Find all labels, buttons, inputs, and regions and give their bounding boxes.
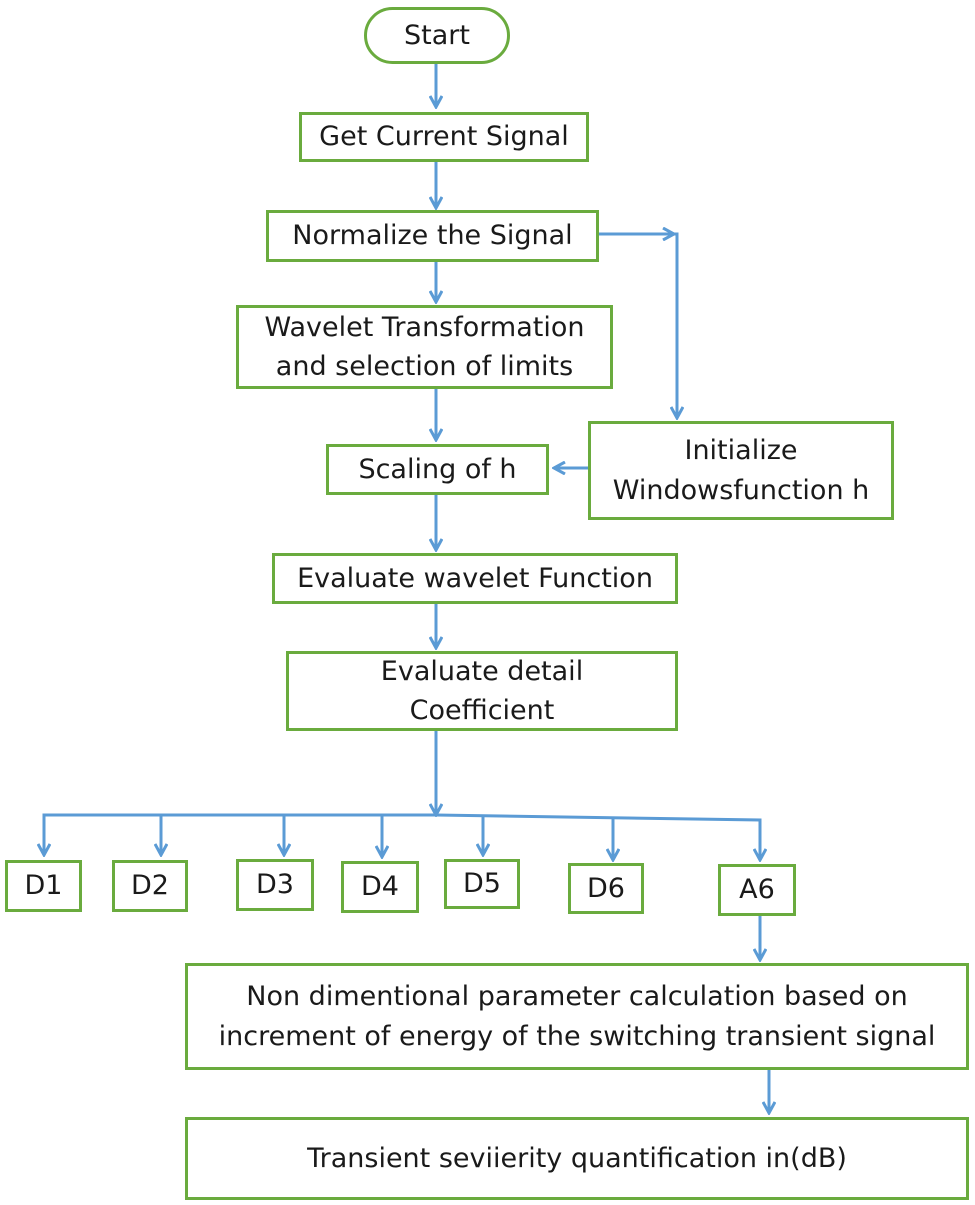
normalize-signal-node: Normalize the Signal [266, 210, 599, 262]
initialize-window-node: Initialize Windowsfunction h [588, 421, 894, 520]
normalize-signal-label: Normalize the Signal [292, 220, 573, 252]
output-d3-node: D3 [236, 859, 314, 911]
output-d5-label: D5 [463, 868, 501, 900]
wavelet-transformation-node: Wavelet Transformation and selection of … [236, 305, 613, 389]
evaluate-wavelet-function-label: Evaluate wavelet Function [297, 562, 653, 594]
output-d4-label: D4 [361, 871, 399, 903]
output-d1-node: D1 [5, 860, 82, 912]
start-label: Start [404, 19, 470, 51]
initialize-window-line2: Windowsfunction h [612, 474, 870, 506]
non-dimensional-line2: increment of energy of the switching tra… [218, 1020, 936, 1052]
get-current-signal-node: Get Current Signal [299, 112, 589, 162]
output-d1-label: D1 [24, 870, 63, 902]
output-d2-node: D2 [112, 860, 188, 912]
non-dimensional-parameter-node: Non dimentional parameter calculation ba… [185, 963, 969, 1070]
start-node: Start [364, 7, 510, 64]
evaluate-detail-line1: Evaluate detail [380, 655, 584, 687]
evaluate-wavelet-function-node: Evaluate wavelet Function [272, 553, 678, 604]
transient-severity-label: Transient seviierity quantification in(d… [307, 1142, 847, 1174]
arrow-normalize-to-initialize [598, 232, 677, 418]
output-d2-label: D2 [131, 870, 169, 902]
output-d3-label: D3 [256, 869, 294, 901]
transient-severity-node: Transient seviierity quantification in(d… [185, 1117, 969, 1200]
output-bus [42, 813, 762, 842]
evaluate-detail-coefficient-node: Evaluate detail Coefficient [286, 651, 678, 731]
output-d4-node: D4 [341, 861, 419, 913]
non-dimensional-line1: Non dimentional parameter calculation ba… [246, 981, 908, 1013]
output-a6-label: A6 [739, 874, 775, 906]
output-a6-node: A6 [718, 864, 796, 916]
get-current-signal-label: Get Current Signal [319, 121, 569, 153]
wavelet-transformation-line1: Wavelet Transformation [264, 311, 585, 343]
output-d6-node: D6 [568, 863, 644, 914]
evaluate-detail-line2: Coefficient [409, 695, 555, 726]
output-d5-node: D5 [444, 859, 520, 909]
output-d6-label: D6 [587, 872, 625, 904]
scaling-of-h-label: Scaling of h [358, 453, 517, 485]
initialize-window-line1: Initialize [684, 435, 798, 467]
wavelet-transformation-line2: and selection of limits [275, 351, 574, 382]
scaling-of-h-node: Scaling of h [326, 444, 549, 495]
